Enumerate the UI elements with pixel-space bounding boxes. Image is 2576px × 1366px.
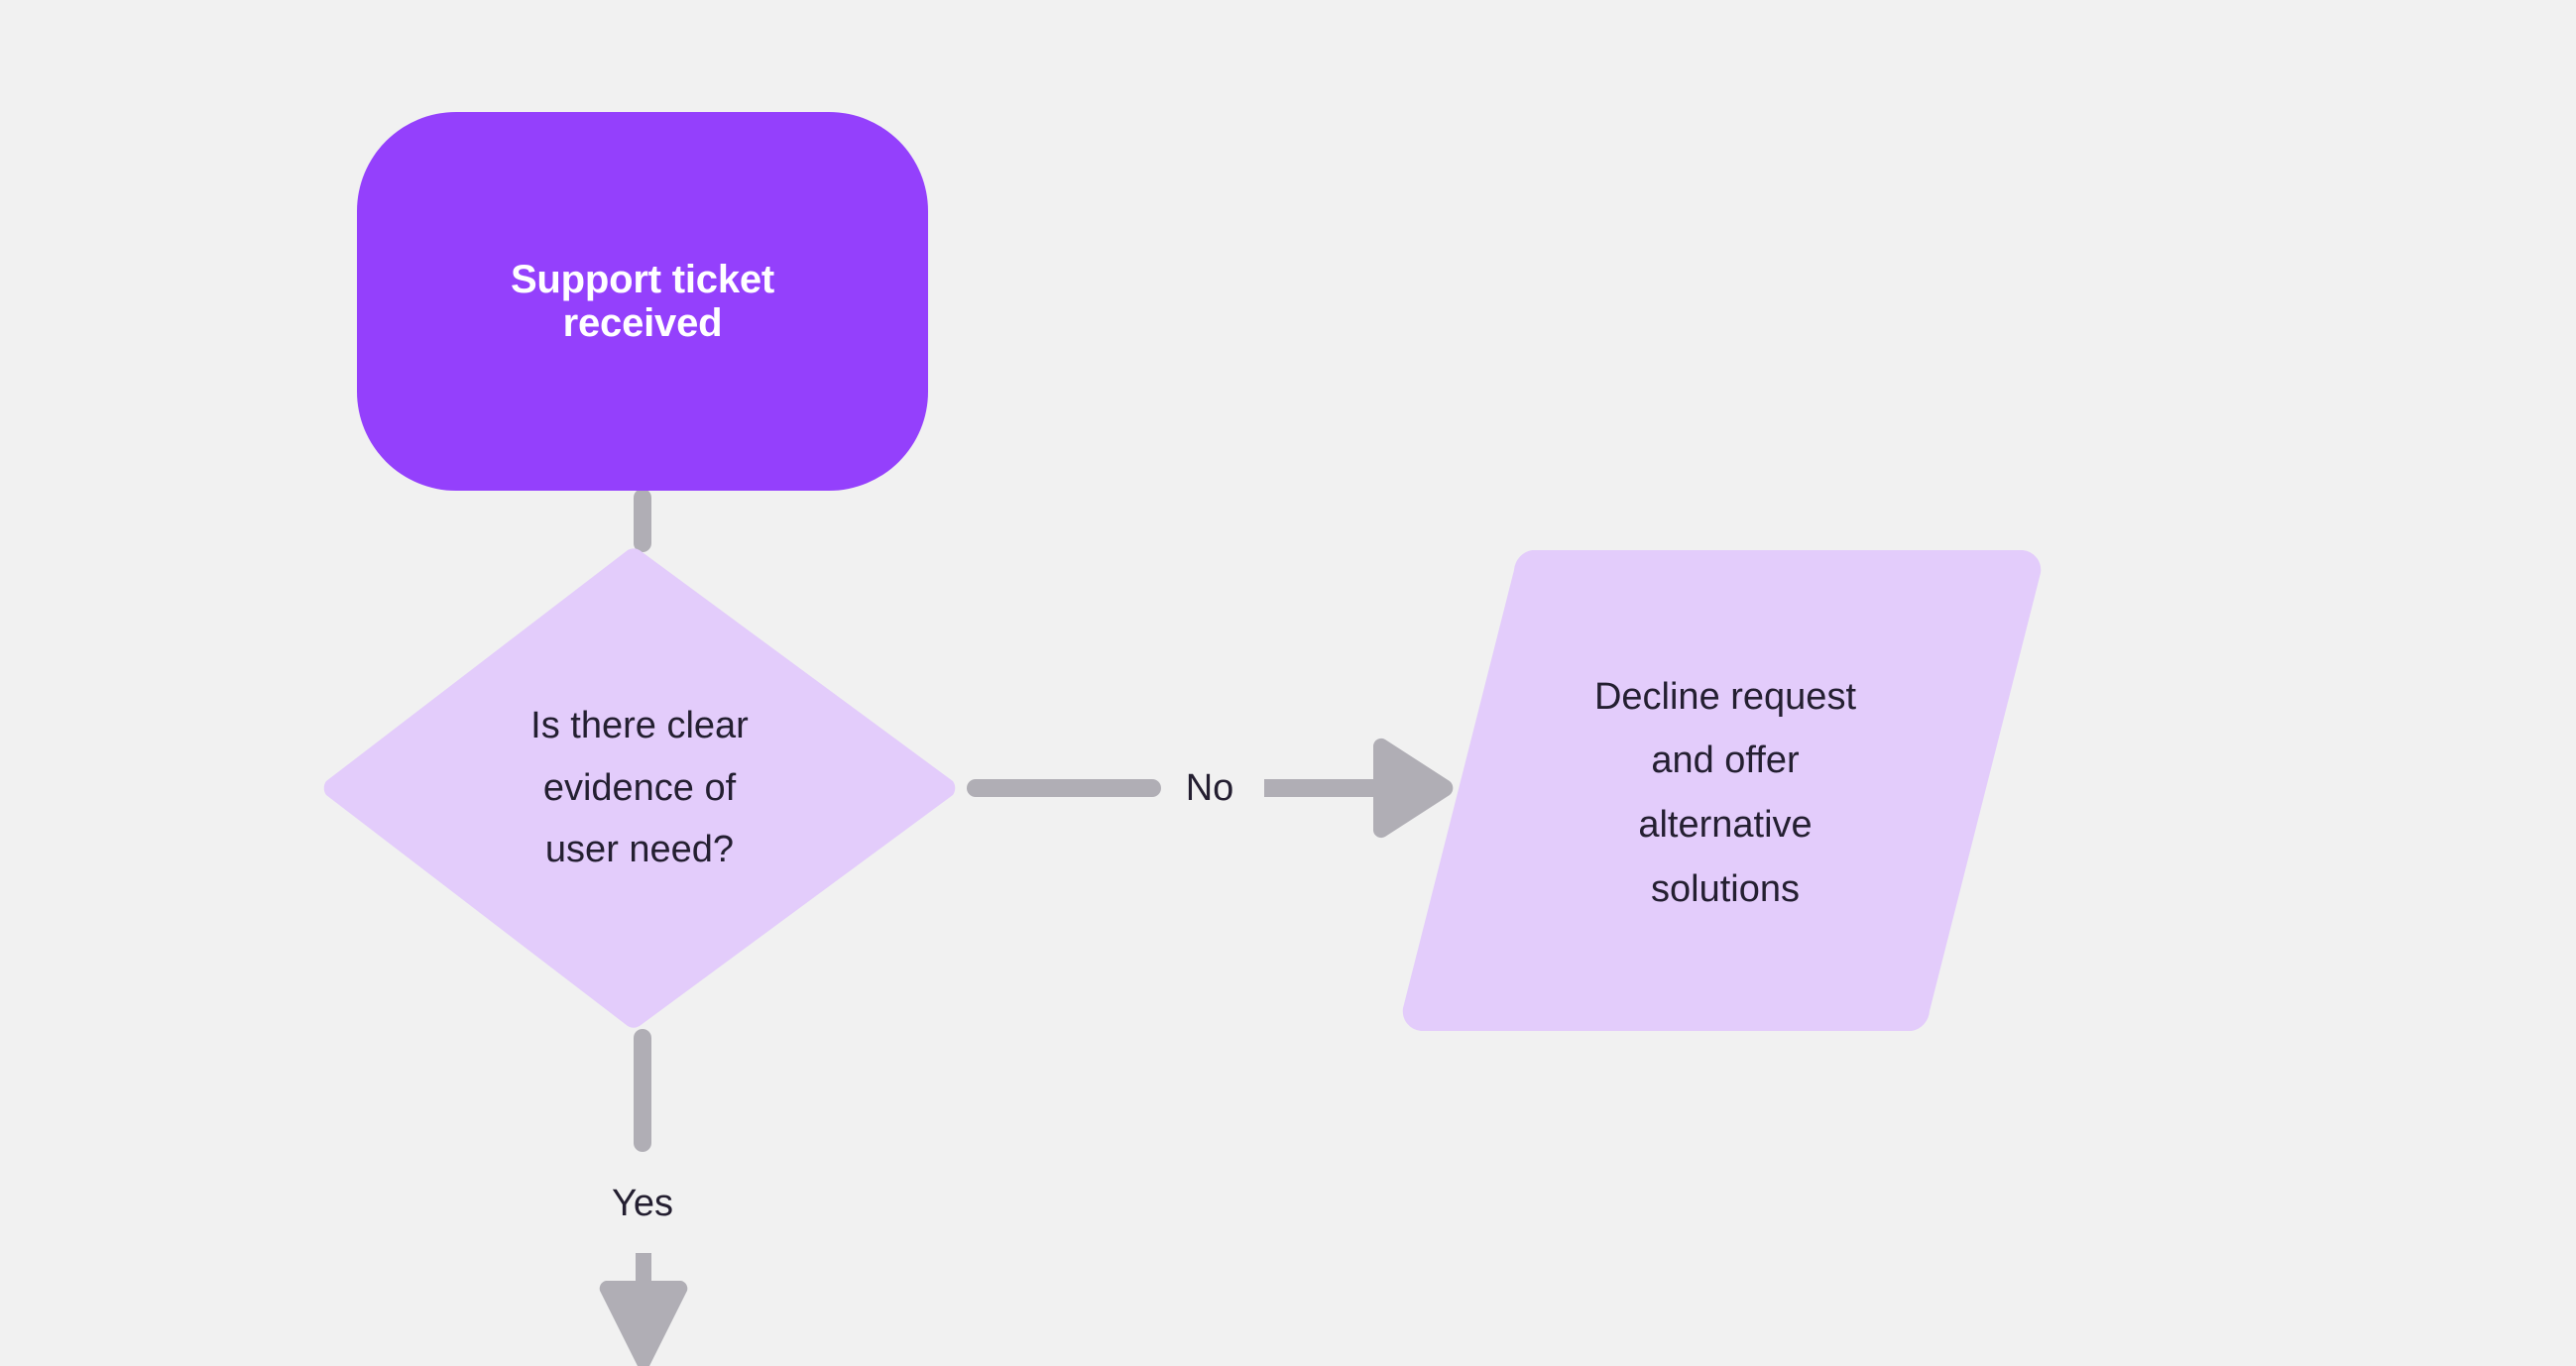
edge-line-yes-segment-1 [634, 1029, 651, 1152]
edge-decision-to-next[interactable] [599, 1029, 688, 1366]
node-decision-shape [323, 548, 956, 1028]
edge-line-no-segment-2 [1264, 779, 1373, 797]
edge-label-yes: Yes [600, 1180, 685, 1227]
node-start[interactable] [357, 112, 928, 491]
node-decline[interactable] [1402, 550, 2042, 1031]
edge-label-no: No [1170, 764, 1249, 812]
edge-line-no-segment-1 [967, 779, 1161, 797]
edge-decision-to-decline[interactable] [967, 738, 1454, 839]
edge-line-start-to-decision [634, 489, 651, 552]
node-decision[interactable] [323, 548, 956, 1028]
edge-arrowhead-yes [599, 1281, 688, 1366]
node-decline-shape [1402, 550, 2042, 1031]
edge-start-to-decision[interactable] [634, 489, 651, 552]
edge-arrowhead-no [1373, 738, 1454, 839]
node-start-shape [357, 112, 928, 491]
